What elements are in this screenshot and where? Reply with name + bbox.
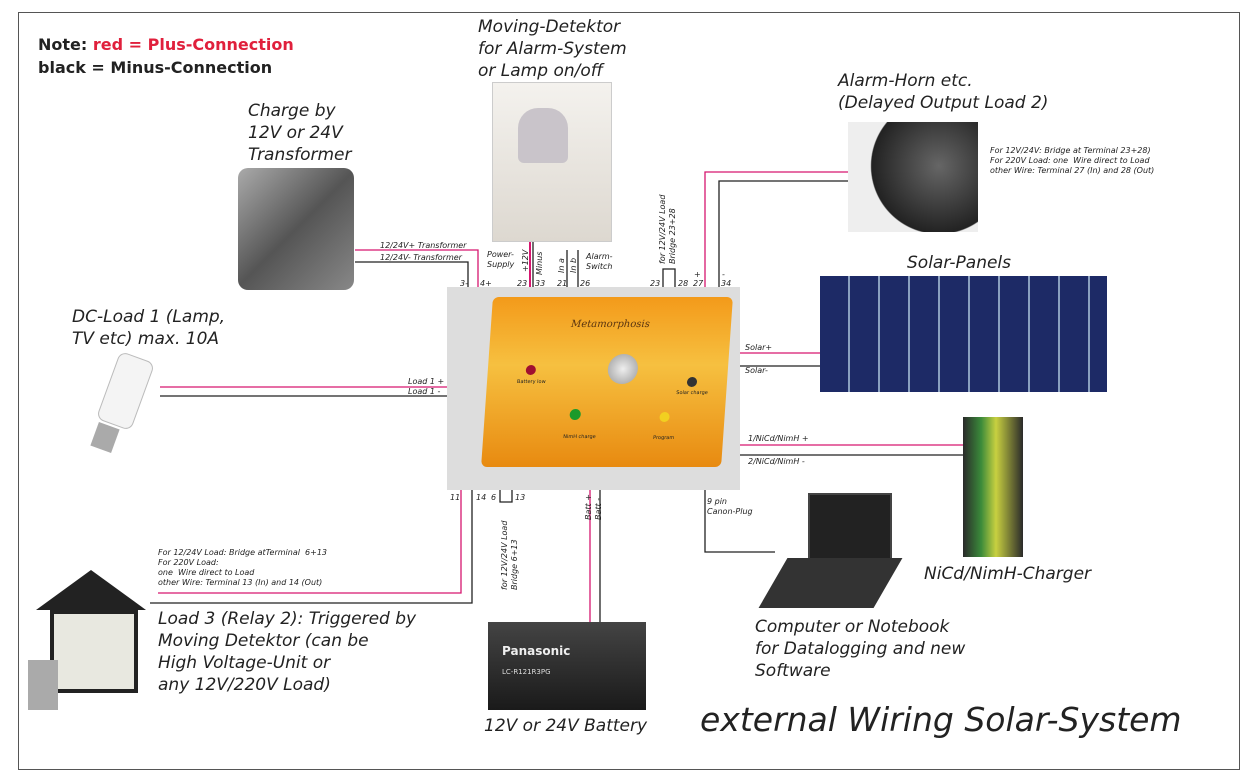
terminal-3: 3- [460, 279, 468, 288]
diagram-frame [18, 12, 1240, 770]
terminal-13: 13 [515, 493, 526, 502]
terminal-33: 33 [535, 279, 546, 288]
load1-plus-label: Load 1 + [408, 377, 445, 386]
load1-minus-label: Load 1 - [408, 387, 441, 396]
bridge-6-13 [499, 490, 513, 503]
cfl-lamp-image [82, 350, 160, 460]
load1-title: DC-Load 1 (Lamp, TV etc) max. 10A [72, 307, 226, 349]
motion-detector-image [492, 82, 612, 242]
load3-title: Load 3 (Relay 2): Triggered by Moving De… [158, 609, 417, 695]
solar-minus-label: Solar- [745, 366, 768, 375]
wire-horn-minus [718, 180, 855, 290]
terminal-23b: 23 [650, 279, 661, 288]
terminal-27-sign: + [694, 270, 701, 279]
motion-power-label: Power- Supply [487, 250, 515, 269]
wire-transformer-plus [355, 249, 479, 290]
terminal-6: 6 [491, 493, 497, 502]
nicd-charger-image [963, 417, 1023, 557]
transformer-minus-label: 12/24V- Transformer [380, 253, 462, 262]
wire-load3-minus [150, 490, 473, 604]
terminal-26: 26 [580, 279, 591, 288]
device-brand: Metamorphosis [570, 319, 651, 330]
solar-plus-label: Solar+ [745, 343, 773, 352]
selector-knob[interactable] [606, 354, 639, 384]
terminal-28: 28 [678, 279, 689, 288]
device-panel: Metamorphosis Battery low Solar charge N… [481, 297, 733, 467]
terminal-14: 14 [476, 493, 487, 502]
solar-title: Solar-Panels [907, 253, 1012, 273]
motion-inb-label: In b [569, 257, 578, 273]
wire-load3-plus [158, 490, 462, 594]
led1-label: Battery low [516, 379, 546, 385]
legend-prefix: Note: [38, 35, 93, 54]
legend-note: Note: red = Plus-Connection black = Minu… [38, 33, 294, 79]
computer-title: Computer or Notebook for Datalogging and… [755, 617, 966, 681]
terminal-34-sign: - [722, 270, 725, 279]
motion-plus12-label: +12V [521, 249, 530, 272]
pir-lens-icon [518, 108, 568, 163]
solar-panels-image [820, 276, 1107, 392]
battery-image: Panasonic LC-R121R3PG [488, 622, 646, 710]
bridge-6-13-label: for 12V/24V Load Bridge 6+13 [500, 520, 519, 590]
terminal-21: 21 [557, 279, 568, 288]
motion-title: Moving-Detektor for Alarm-System or Lamp… [478, 17, 627, 81]
terminal-4: 4+ [480, 279, 492, 288]
wire-transformer-minus [355, 261, 469, 290]
diagram-title: external Wiring Solar-System [700, 700, 1182, 739]
notebook-image [758, 493, 903, 611]
terminal-11: 11 [450, 493, 461, 502]
wire-horn-plus [704, 171, 855, 290]
motion-ina-label: In a [557, 258, 566, 273]
battery-title: 12V or 24V Battery [484, 716, 648, 736]
transformer-image [238, 168, 354, 290]
legend-plus: red = Plus-Connection [92, 35, 294, 54]
program-label: Program [652, 435, 675, 441]
transformer-plus-label: 12/24V+ Transformer [380, 241, 467, 250]
load3-info: For 12/24V Load: Bridge atTerminal 6+13 … [158, 548, 328, 587]
nicd-title: NiCd/NimH-Charger [924, 564, 1092, 584]
computer-plug-label: 9 pin Canon-Plug [707, 497, 753, 516]
controller-device: Metamorphosis Battery low Solar charge N… [447, 287, 740, 490]
battery-minus-label: Batt - [594, 497, 603, 520]
horn-title: Alarm-Horn etc. (Delayed Output Load 2) [838, 71, 1049, 113]
solar-charge-led [686, 377, 698, 387]
terminal-27: 27 [693, 279, 704, 288]
nicd-minus-label: 2/NiCd/NimH - [748, 457, 805, 466]
transformer-title: Charge by 12V or 24V Transformer [248, 101, 352, 165]
alarm-horn-image [848, 122, 978, 232]
terminal-23a: 23 [517, 279, 528, 288]
bridge-23-28-label: for 12V/24V Load Bridge 23+28 [658, 194, 677, 264]
nicd-plus-label: 1/NiCd/NimH + [748, 434, 809, 443]
wire-computer [704, 490, 775, 553]
nimh-charge-led [569, 409, 582, 420]
legend-minus: black = Minus-Connection [38, 58, 273, 77]
terminal-34: 34 [721, 279, 732, 288]
battery-model: LC-R121R3PG [502, 668, 551, 676]
horn-info: For 12V/24V: Bridge at Terminal 23+28) F… [990, 146, 1155, 175]
garden-lamp-image [28, 560, 153, 712]
motion-minus-label: Minus [535, 251, 544, 275]
led3-label: NimH charge [562, 434, 596, 440]
battery-brand: Panasonic [502, 644, 571, 658]
bridge-23-28 [662, 268, 676, 290]
led2-label: Solar charge [676, 390, 708, 396]
battery-low-led [525, 365, 537, 375]
program-button[interactable] [659, 412, 670, 422]
motion-alarm-label: Alarm- Switch [586, 252, 613, 271]
battery-plus-label: Batt + [584, 494, 593, 520]
